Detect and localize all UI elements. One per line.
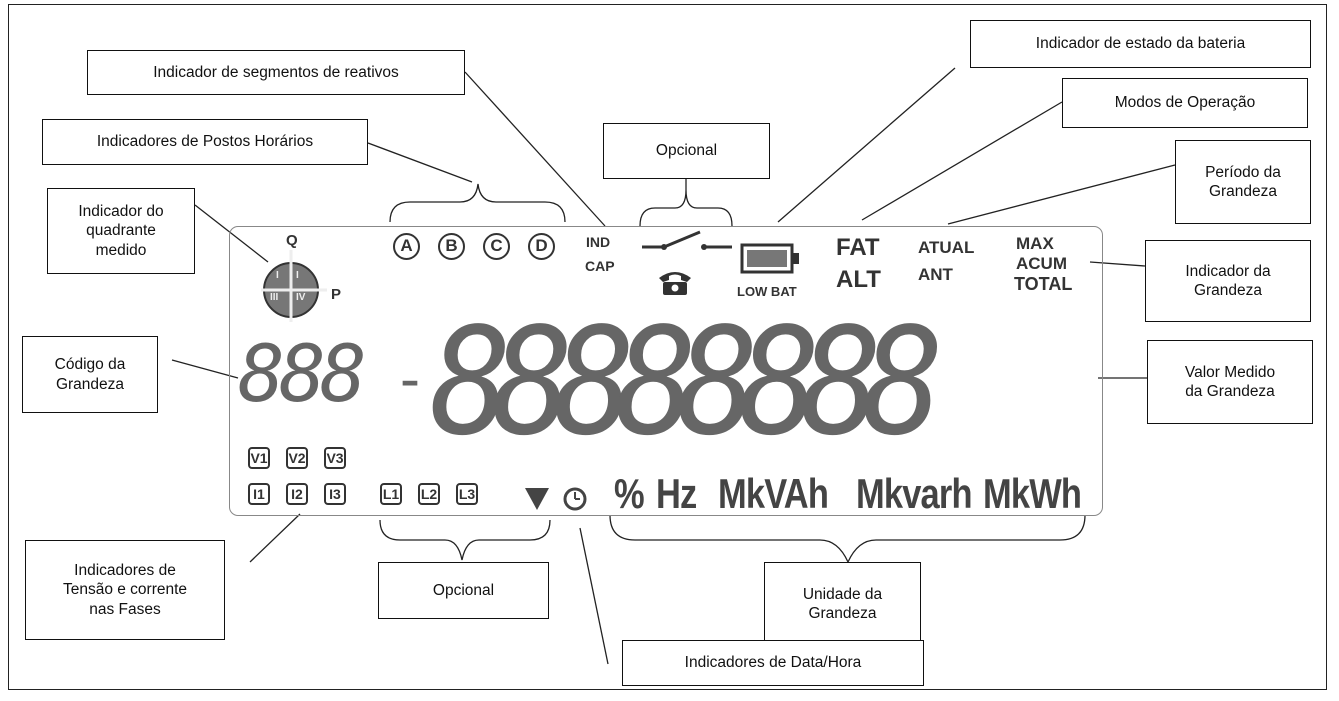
line-periodo <box>947 164 1176 225</box>
brace-postos <box>389 183 566 223</box>
callout-opcional-top: Opcional <box>603 123 770 179</box>
clock-icon <box>563 487 587 511</box>
brace-unidade <box>609 514 1086 564</box>
code-digits: 888 <box>238 330 367 420</box>
posto-d-icon: D <box>528 233 555 260</box>
line-codigo <box>171 359 239 379</box>
posto-b-icon: B <box>438 233 465 260</box>
callout-periodo: Período da Grandeza <box>1175 140 1311 224</box>
phase-l3-icon: L3 <box>456 483 478 505</box>
quadrant-label-2: I <box>276 270 279 281</box>
max-indicator: MAX <box>1016 234 1054 253</box>
ant-indicator: ANT <box>918 265 953 284</box>
callout-indicador-grandeza: Indicador da Grandeza <box>1145 240 1311 322</box>
line-modos <box>861 101 1063 221</box>
acum-indicator: ACUM <box>1016 254 1067 273</box>
unit-hz: Hz <box>656 470 697 517</box>
line-bateria <box>777 67 956 223</box>
quadrant-label-4: IV <box>296 292 306 303</box>
callout-tensao: Indicadores de Tensão e corrente nas Fas… <box>25 540 225 640</box>
posto-c-icon: C <box>483 233 510 260</box>
fat-indicator: FAT <box>836 234 880 261</box>
phase-v1-icon: V1 <box>248 447 270 469</box>
callout-bateria: Indicador de estado da bateria <box>970 20 1311 68</box>
phase-l1-icon: L1 <box>380 483 402 505</box>
battery-icon <box>740 243 799 274</box>
posto-a-icon: A <box>393 233 420 260</box>
phone-icon <box>659 272 691 295</box>
quadrant-label-1: I <box>296 270 299 281</box>
callout-data-hora: Indicadores de Data/Hora <box>622 640 924 686</box>
unit-mkvarh: Mkvarh <box>856 470 972 517</box>
quadrant-p-label: P <box>331 286 342 303</box>
phase-i3-icon: I3 <box>324 483 346 505</box>
total-indicator: TOTAL <box>1014 274 1073 294</box>
ind-indicator: IND <box>586 234 611 250</box>
diagram-frame <box>8 4 1327 690</box>
callout-quadrante: Indicador do quadrante medido <box>47 188 195 274</box>
quadrant-label-3: III <box>270 292 279 303</box>
unit-percent: % <box>614 470 645 517</box>
callout-segmentos-reativos: Indicador de segmentos de reativos <box>87 50 465 95</box>
code-dash: - <box>400 345 420 412</box>
callout-postos-horarios: Indicadores de Postos Horários <box>42 119 368 165</box>
callout-valor: Valor Medido da Grandeza <box>1147 340 1313 424</box>
phase-v2-icon: V2 <box>286 447 308 469</box>
atual-indicator: ATUAL <box>918 238 975 257</box>
date-time-indicators <box>525 487 587 511</box>
line-indicador <box>1089 261 1146 267</box>
phase-i1-icon: I1 <box>248 483 270 505</box>
phase-i2-icon: I2 <box>286 483 308 505</box>
brace-opcional-bottom <box>379 519 551 561</box>
line-postos <box>367 142 473 183</box>
quadrant-indicator <box>261 250 327 322</box>
switch-icon <box>642 230 732 250</box>
down-triangle-icon <box>525 488 549 510</box>
callout-codigo: Código da Grandeza <box>22 336 158 413</box>
line-data-hora <box>579 527 609 665</box>
cap-indicator: CAP <box>585 258 615 274</box>
callout-opcional-bottom: Opcional <box>378 562 549 619</box>
callout-modos: Modos de Operação <box>1062 78 1308 128</box>
line-segmentos <box>464 71 606 227</box>
brace-opcional-top <box>639 189 733 227</box>
low-bat-indicator: LOW BAT <box>737 284 797 299</box>
value-digits: 88888888 <box>430 296 944 468</box>
callout-unidade: Unidade da Grandeza <box>764 562 921 646</box>
lcd-display <box>229 226 1103 516</box>
alt-indicator: ALT <box>836 266 881 293</box>
unit-mkwh: MkWh <box>983 470 1082 517</box>
unit-mkvah: MkVAh <box>718 470 829 517</box>
phase-l2-icon: L2 <box>418 483 440 505</box>
quadrant-q-label: Q <box>286 232 298 249</box>
line-tensao <box>249 513 301 563</box>
phase-v3-icon: V3 <box>324 447 346 469</box>
